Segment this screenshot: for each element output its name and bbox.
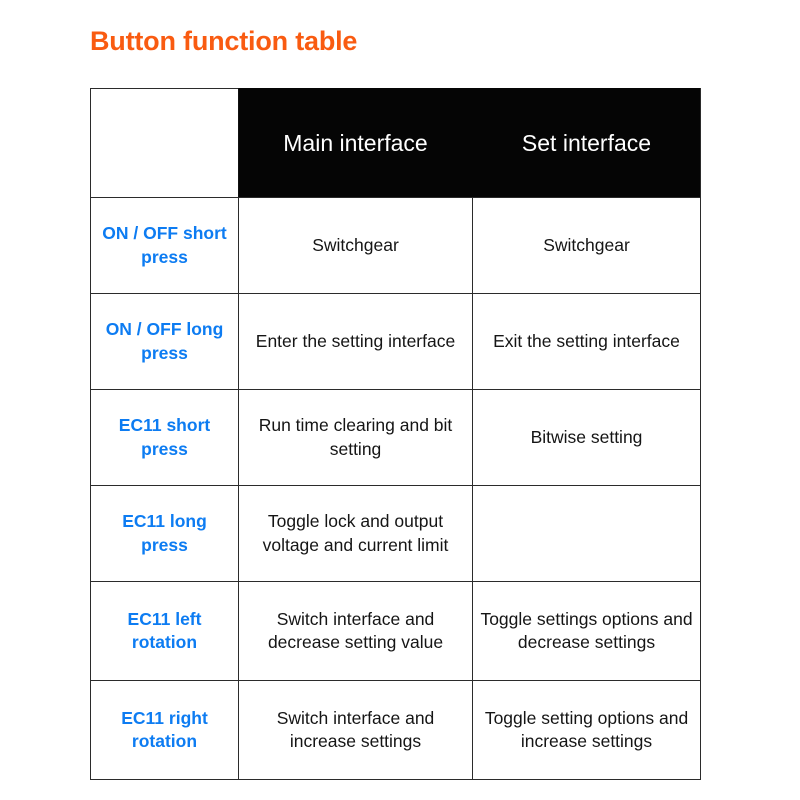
table-row: ON / OFF long press Enter the setting in… [90, 293, 701, 390]
row-set-interface-value: Toggle settings options and decrease set… [472, 581, 701, 681]
row-main-interface-value: Run time clearing and bit setting [238, 389, 473, 486]
table-row: EC11 left rotation Switch interface and … [90, 581, 701, 681]
row-set-interface-value: Bitwise setting [472, 389, 701, 486]
column-header-set-interface: Set interface [472, 88, 701, 198]
row-main-interface-value: Toggle lock and output voltage and curre… [238, 485, 473, 582]
row-main-interface-value: Switch interface and increase settings [238, 680, 473, 780]
table-row: ON / OFF short press Switchgear Switchge… [90, 197, 701, 294]
row-main-interface-value: Switchgear [238, 197, 473, 294]
row-set-interface-value: Toggle setting options and increase sett… [472, 680, 701, 780]
row-action-label: EC11 right rotation [90, 680, 239, 780]
table-body: ON / OFF short press Switchgear Switchge… [90, 197, 701, 780]
row-main-interface-value: Switch interface and decrease setting va… [238, 581, 473, 681]
row-action-label: EC11 short press [90, 389, 239, 486]
column-header-main-interface: Main interface [238, 88, 473, 198]
button-function-table: Main interface Set interface ON / OFF sh… [90, 88, 701, 780]
column-header-action [90, 88, 239, 198]
table-header: Main interface Set interface [90, 88, 701, 198]
table-row: EC11 right rotation Switch interface and… [90, 680, 701, 780]
row-action-label: EC11 long press [90, 485, 239, 582]
row-action-label: ON / OFF long press [90, 293, 239, 390]
row-action-label: ON / OFF short press [90, 197, 239, 294]
row-set-interface-value [472, 485, 701, 582]
row-action-label: EC11 left rotation [90, 581, 239, 681]
table-header-row: Main interface Set interface [90, 88, 701, 198]
row-set-interface-value: Exit the setting interface [472, 293, 701, 390]
row-set-interface-value: Switchgear [472, 197, 701, 294]
page-title: Button function table [90, 26, 358, 56]
row-main-interface-value: Enter the setting interface [238, 293, 473, 390]
table-row: EC11 short press Run time clearing and b… [90, 389, 701, 486]
table-row: EC11 long press Toggle lock and output v… [90, 485, 701, 582]
